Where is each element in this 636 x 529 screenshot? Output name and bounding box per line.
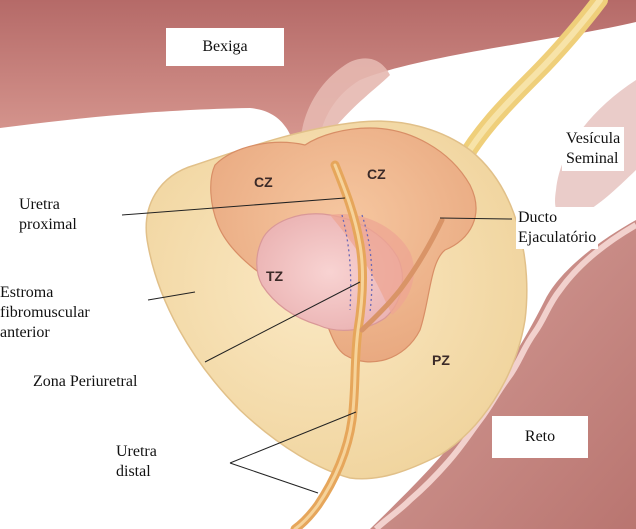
label-ducto-line2: Ejaculatório [518, 228, 596, 248]
label-estroma-line1: Estroma [0, 283, 90, 303]
label-uretra-proximal: Uretra proximal [19, 195, 77, 235]
label-ducto-line1: Ducto [518, 208, 596, 228]
label-vesicula-seminal: Vesícula Seminal [562, 127, 624, 171]
label-uretra-distal-line2: distal [116, 462, 157, 482]
label-zona-periuretral: Zona Periuretral [33, 372, 137, 392]
label-uretra-distal-line1: Uretra [116, 442, 157, 462]
label-estroma: Estroma fibromuscular anterior [0, 283, 90, 343]
label-uretra-distal: Uretra distal [116, 442, 157, 482]
zone-label-cz-left: CZ [254, 174, 273, 190]
zone-label-pz: PZ [432, 352, 450, 368]
label-estroma-line2: fibromuscular [0, 303, 90, 323]
label-ducto-ejaculatorio: Ducto Ejaculatório [516, 207, 598, 249]
zone-label-tz: TZ [266, 268, 283, 284]
label-vesicula-line2: Seminal [566, 149, 620, 169]
label-reto: Reto [492, 416, 588, 458]
label-vesicula-line1: Vesícula [566, 129, 620, 149]
label-estroma-line3: anterior [0, 323, 90, 343]
label-uretra-proximal-line2: proximal [19, 215, 77, 235]
leader-uretra-distal-b [230, 463, 318, 493]
label-uretra-proximal-line1: Uretra [19, 195, 77, 215]
label-bexiga: Bexiga [166, 28, 284, 66]
zone-label-cz-right: CZ [367, 166, 386, 182]
